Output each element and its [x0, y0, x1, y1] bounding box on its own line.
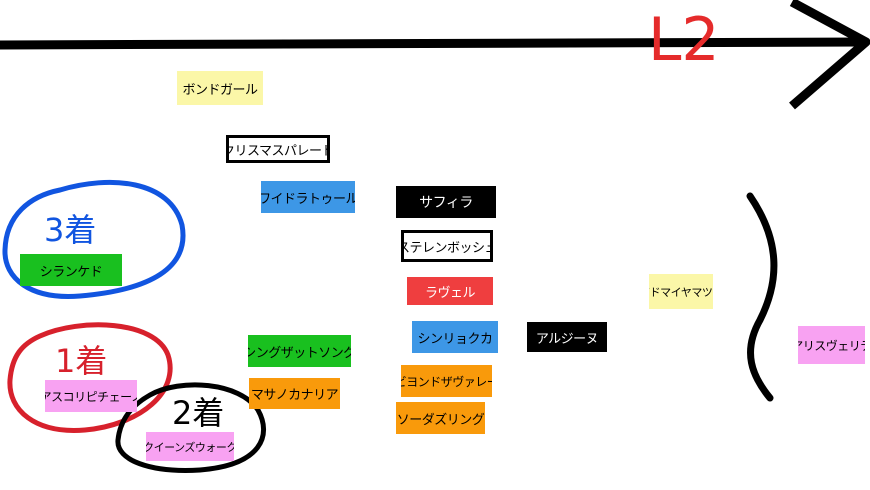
horse-label-bond-girl: ボンドガール	[177, 71, 263, 105]
direction-arrow-head	[789, 0, 870, 110]
horse-label-soda-sling: ソーダズリング	[396, 402, 485, 434]
direction-arrow-shaft	[0, 37, 867, 50]
horse-label-stellenbosch: ステレンボッシュ	[401, 230, 493, 262]
horse-label-shirankedo: シランケド	[20, 254, 122, 286]
horse-label-sapphira: サフィラ	[396, 186, 496, 218]
group-brace	[746, 192, 778, 402]
horse-label-masano-canaria: マサノカナリア	[249, 378, 340, 409]
race-title: L2	[648, 5, 720, 75]
second-place-circle	[115, 382, 267, 473]
horse-label-queens-walk: クイーンズウォーク	[146, 432, 234, 461]
second-place-label: 2着	[172, 394, 225, 432]
horse-label-sing-that-song: シングザットソング	[248, 335, 351, 367]
horse-label-rouvel: ラヴェル	[407, 277, 493, 305]
third-place-label: 3着	[44, 211, 97, 249]
first-place-label: 1着	[55, 342, 108, 380]
horse-label-atomaiyamazuri: アドマイヤマツリ	[649, 274, 713, 309]
horse-label-beyond-the-valley: ビヨンドザヴァレー	[401, 365, 492, 397]
horse-label-arisvelite: アリスヴェリテ	[798, 326, 865, 364]
third-place-circle	[2, 179, 186, 299]
horse-label-alzeugne: アルジーヌ	[527, 322, 607, 352]
horse-label-shinryokuka: シンリョクカ	[412, 321, 498, 353]
first-place-circle	[7, 322, 173, 433]
horse-label-widra-tool: ワイドラトゥール	[261, 181, 355, 213]
horse-label-christmas-parade: クリスマスパレード	[226, 135, 330, 163]
horse-label-ascoli-piceno: アスコリピチェーノ	[45, 380, 137, 412]
